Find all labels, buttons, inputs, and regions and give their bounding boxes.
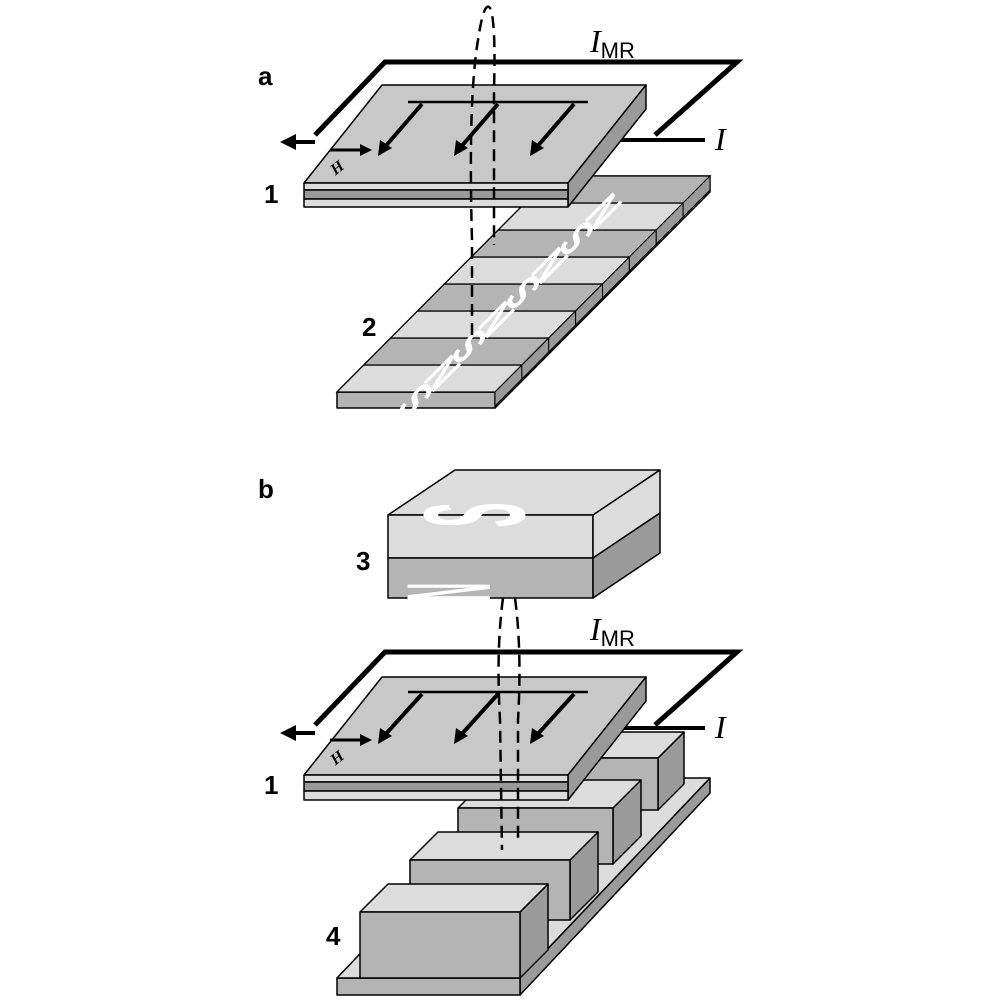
magnetization-arrow-b3 (534, 692, 576, 738)
mr-sensor-a: H (303, 84, 647, 208)
sensor-layer-2-b (303, 781, 569, 792)
mr-current-loop-b (313, 649, 744, 727)
permanent-magnet: S N (383, 469, 661, 601)
magnet-pole-n: N (383, 583, 516, 601)
sensor-layer-3-b (303, 790, 569, 801)
panel-b: H S N b 3 1 4 IMR I (258, 469, 744, 996)
field-arrowhead-icon (360, 734, 372, 746)
field-arrowhead-icon (360, 144, 372, 156)
arrowhead-icon (530, 140, 544, 156)
sensor-layer-3 (303, 198, 569, 208)
arrowhead-icon (454, 140, 468, 156)
mr-current-loop (313, 59, 744, 137)
arrowhead-icon (378, 140, 392, 156)
gear-teeth (359, 731, 685, 979)
current-label-a: I (714, 121, 727, 157)
rack-front (336, 977, 521, 996)
magnetization-arrow-1 (382, 102, 424, 150)
magnetization-arrow-3 (534, 102, 576, 150)
magnetization-arrow-2 (458, 102, 500, 150)
magnetization-arrow-b1 (382, 692, 424, 738)
magnetization-arrow-b2 (458, 692, 500, 738)
strip-label: 2 (362, 312, 376, 342)
magnet-lower-side (592, 512, 661, 599)
sensor-label-a: 1 (264, 179, 278, 209)
sensor-layer-2 (303, 189, 569, 200)
flux-line-b1 (497, 597, 505, 851)
current-label-b: I (714, 709, 727, 745)
flux-line-a (469, 5, 496, 335)
strip-domain-edge (682, 174, 711, 219)
sensor-layer-1 (303, 182, 569, 191)
magnet-pole-s: S (395, 503, 555, 528)
gear-rack (336, 731, 711, 996)
magnet-label: 3 (356, 546, 370, 576)
gear-label: 4 (326, 921, 341, 951)
arrowhead-icon (454, 728, 468, 744)
sensor-label-b: 1 (264, 770, 278, 800)
current-mr-label-b: IMR (589, 611, 635, 651)
gear-tooth-top (409, 831, 599, 861)
output-arrow-icon (280, 134, 296, 150)
gear-tooth-front (359, 911, 521, 979)
flux-line-b2 (513, 597, 521, 840)
output-arrow-icon (280, 725, 296, 741)
current-mr-label-a: IMR (589, 23, 635, 63)
panel-label-a: a (258, 61, 273, 91)
arrowhead-icon (530, 728, 544, 744)
sensor-layer-1-b (303, 774, 569, 783)
arrowhead-icon (378, 728, 392, 744)
gear-tooth-top (359, 883, 549, 913)
panel-label-b: b (258, 474, 274, 504)
